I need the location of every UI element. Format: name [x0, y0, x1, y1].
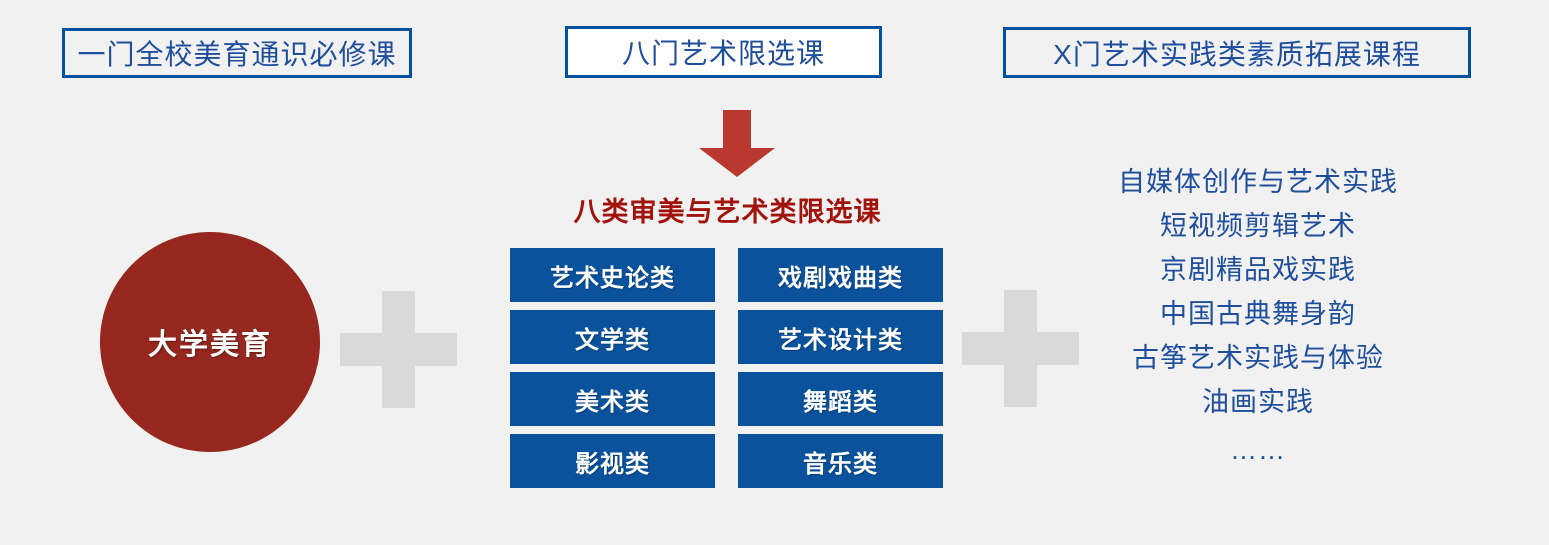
- category-box: 舞蹈类: [738, 372, 943, 426]
- section-heading: 八类审美与艺术类限选课: [510, 190, 945, 229]
- category-box-label: 艺术史论类: [550, 264, 675, 292]
- category-box-label: 舞蹈类: [803, 388, 878, 416]
- circle-node-college-aesthetic-education: 大学美育: [100, 232, 320, 452]
- category-box-label: 文学类: [575, 326, 650, 354]
- list-item: 中国古典舞身韵: [1160, 299, 1356, 329]
- category-box: 文学类: [510, 310, 715, 364]
- list-item: 古筝艺术实践与体验: [1132, 343, 1384, 373]
- list-item: 京剧精品戏实践: [1160, 255, 1356, 285]
- down-arrow-icon: [697, 110, 777, 178]
- category-box: 戏剧戏曲类: [738, 248, 943, 302]
- header-box-art-practice-courses: X门艺术实践类素质拓展课程: [1003, 27, 1471, 78]
- plus-icon-vertical-bar: [1004, 290, 1037, 407]
- header-box-label: X门艺术实践类素质拓展课程: [1053, 38, 1421, 70]
- list-item: 油画实践: [1202, 387, 1314, 417]
- category-box-label: 戏剧戏曲类: [778, 264, 903, 292]
- category-box-label: 音乐类: [803, 450, 878, 478]
- list-item: 自媒体创作与艺术实践: [1118, 167, 1398, 197]
- category-box: 影视类: [510, 434, 715, 488]
- category-box-label: 美术类: [575, 388, 650, 416]
- plus-icon-vertical-bar: [382, 291, 415, 408]
- practice-course-list: 自媒体创作与艺术实践 短视频剪辑艺术 京剧精品戏实践 中国古典舞身韵 古筝艺术实…: [1063, 160, 1453, 476]
- category-box-label: 艺术设计类: [778, 326, 903, 354]
- section-heading-label: 八类审美与艺术类限选课: [573, 197, 882, 227]
- list-item: 短视频剪辑艺术: [1160, 211, 1356, 241]
- list-ellipsis: ……: [1230, 435, 1286, 465]
- category-box: 艺术设计类: [738, 310, 943, 364]
- category-grid: 艺术史论类 戏剧戏曲类 文学类 艺术设计类 美术类 舞蹈类 影视类 音乐类: [510, 248, 943, 490]
- header-box-general-required-course: 一门全校美育通识必修课: [62, 28, 412, 78]
- header-box-label: 一门全校美育通识必修课: [77, 39, 397, 70]
- header-box-label: 八门艺术限选课: [621, 38, 825, 69]
- plus-icon-right: [962, 290, 1079, 407]
- category-box-label: 影视类: [575, 450, 650, 478]
- category-box: 美术类: [510, 372, 715, 426]
- header-box-art-elective-courses: 八门艺术限选课: [565, 26, 882, 78]
- circle-node-label: 大学美育: [147, 329, 272, 361]
- category-box: 艺术史论类: [510, 248, 715, 302]
- category-box: 音乐类: [738, 434, 943, 488]
- plus-icon-left: [340, 291, 457, 408]
